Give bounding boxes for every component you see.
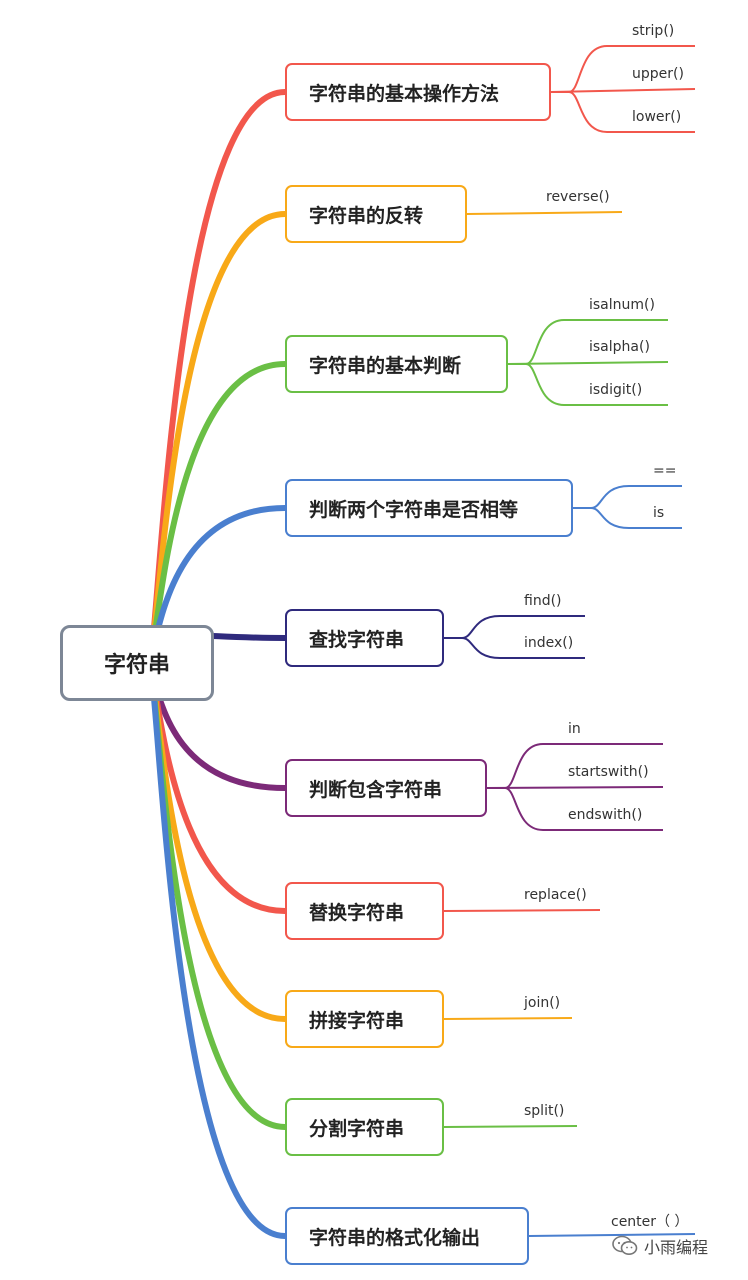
branch-node[interactable]: 替换字符串 xyxy=(285,882,444,940)
branch-node[interactable]: 字符串的基本判断 xyxy=(285,335,508,393)
leaf-connector xyxy=(443,1125,578,1128)
branch-node[interactable]: 查找字符串 xyxy=(285,609,444,667)
leaf-label[interactable]: split() xyxy=(524,1103,565,1119)
branch-node[interactable]: 判断两个字符串是否相等 xyxy=(285,479,573,537)
leaf-connector xyxy=(550,88,696,93)
leaf-label[interactable]: find() xyxy=(524,593,562,609)
leaf-label[interactable]: strip() xyxy=(632,23,675,39)
leaf-label[interactable]: isdigit() xyxy=(589,382,643,398)
leaf-label[interactable]: endswith() xyxy=(568,807,643,823)
leaf-lines xyxy=(443,45,696,1237)
leaf-connector xyxy=(443,1017,573,1020)
leaf-label[interactable]: in xyxy=(568,721,581,737)
branch-node[interactable]: 字符串的基本操作方法 xyxy=(285,63,551,121)
leaf-label[interactable]: center（ ） xyxy=(611,1214,689,1230)
leaf-connector xyxy=(487,787,663,831)
leaf-label[interactable]: reverse() xyxy=(546,189,610,205)
branch-connector xyxy=(147,361,288,666)
branch-node[interactable]: 拼接字符串 xyxy=(285,990,444,1048)
leaf-connector xyxy=(444,637,585,659)
branch-node[interactable]: 字符串的反转 xyxy=(285,185,467,243)
leaf-label[interactable]: isalnum() xyxy=(589,297,655,313)
leaf-connector xyxy=(486,786,664,789)
leaf-connector xyxy=(466,211,623,215)
branch-node[interactable]: 判断包含字符串 xyxy=(285,759,487,817)
root-node[interactable]: 字符串 xyxy=(60,625,214,701)
branch-connector xyxy=(147,660,288,1239)
leaf-connector xyxy=(507,361,669,365)
leaf-label[interactable]: join() xyxy=(524,995,561,1011)
branch-node[interactable]: 字符串的格式化输出 xyxy=(285,1207,529,1265)
leaf-label[interactable]: is xyxy=(653,505,665,521)
branch-connector xyxy=(147,89,288,666)
leaf-label[interactable]: upper() xyxy=(632,66,684,82)
leaf-label[interactable]: lower() xyxy=(632,109,682,125)
leaf-label[interactable]: startswith() xyxy=(568,764,649,780)
leaf-label[interactable]: == xyxy=(653,463,677,479)
leaf-connector xyxy=(573,507,682,529)
leaf-connector xyxy=(551,91,695,133)
leaf-connector xyxy=(508,363,668,406)
leaf-label[interactable]: replace() xyxy=(524,887,587,903)
watermark-text: 小雨编程 xyxy=(644,1238,709,1257)
watermark: 小雨编程 xyxy=(612,1234,708,1258)
leaf-label[interactable]: isalpha() xyxy=(589,339,650,355)
leaf-connector xyxy=(443,909,601,912)
branch-node[interactable]: 分割字符串 xyxy=(285,1098,444,1156)
leaf-connector xyxy=(528,1233,696,1237)
leaf-label[interactable]: index() xyxy=(524,635,574,651)
wechat-icon xyxy=(612,1235,638,1257)
leaf-connector xyxy=(573,485,682,509)
